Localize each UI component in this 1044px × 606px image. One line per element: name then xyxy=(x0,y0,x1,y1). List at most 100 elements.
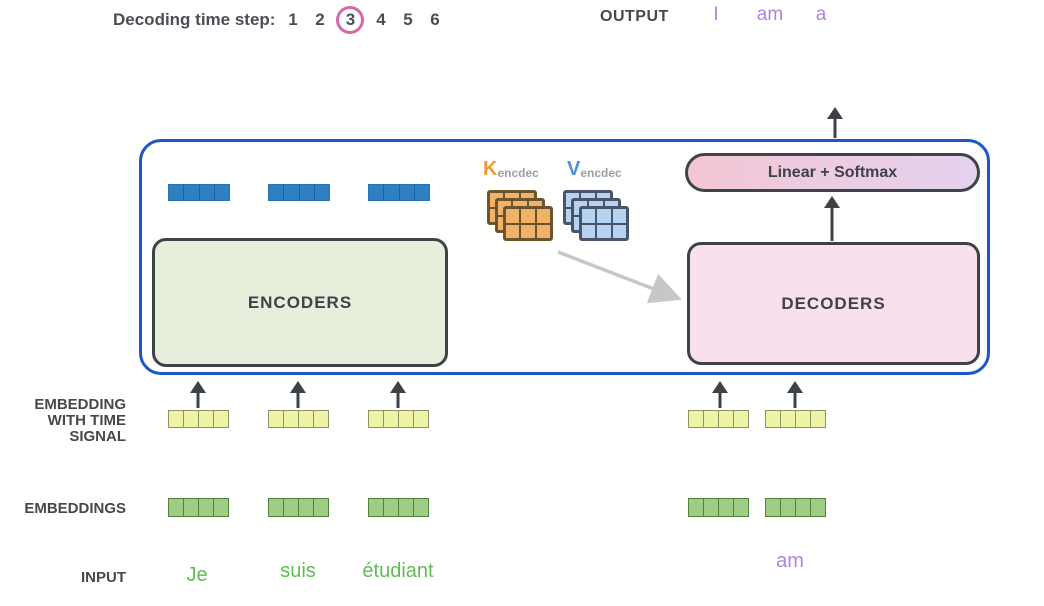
arrow-stem xyxy=(830,205,834,241)
output-word-1: I xyxy=(713,4,719,25)
bar-cell xyxy=(781,411,796,427)
bar-cell xyxy=(184,499,199,516)
time-embedding-bar-1 xyxy=(168,410,229,428)
decoder-input-word-am: am xyxy=(776,550,804,572)
linear-softmax-box: Linear + Softmax xyxy=(685,153,980,192)
bar-cell xyxy=(269,411,284,427)
bar-cell xyxy=(704,499,719,516)
bar-cell xyxy=(199,411,214,427)
embedding-arrow-4-icon xyxy=(712,381,728,408)
encoders-box: ENCODERS xyxy=(152,238,448,367)
bar-cell xyxy=(384,185,400,200)
matrix-layer xyxy=(503,206,553,241)
encoder-output-bar-1 xyxy=(168,184,230,201)
matrix-cell xyxy=(596,208,612,224)
bar-cell xyxy=(299,499,314,516)
matrix-cell xyxy=(535,208,551,224)
bar-cell xyxy=(314,499,328,516)
bar-cell xyxy=(184,185,200,200)
bar-cell xyxy=(384,499,399,516)
bar-cell xyxy=(811,411,825,427)
step-2: 2 xyxy=(315,10,325,29)
matrix-cell xyxy=(505,223,521,239)
bar-cell xyxy=(369,499,384,516)
matrix-cell xyxy=(581,223,597,239)
bar-cell xyxy=(300,185,315,200)
v-subscript: encdec xyxy=(580,166,622,180)
matrix-cell xyxy=(611,208,627,224)
encoder-output-bar-3 xyxy=(368,184,430,201)
matrix-cell xyxy=(581,208,597,224)
embedding-bar-4 xyxy=(688,498,749,517)
embedding-arrow-2-icon xyxy=(290,381,306,408)
matrix-layer xyxy=(579,206,629,241)
bar-cell xyxy=(369,411,384,427)
bar-cell xyxy=(734,499,748,516)
bar-cell xyxy=(384,411,399,427)
matrix-cell xyxy=(520,223,536,239)
bar-cell xyxy=(399,411,414,427)
output-word-3: a xyxy=(815,4,827,25)
time-embedding-bar-3 xyxy=(368,410,429,428)
v-symbol: V xyxy=(567,158,581,180)
embedding-with-time-signal-label: EMBEDDING WITH TIME SIGNAL xyxy=(34,396,126,445)
bar-cell xyxy=(184,411,199,427)
bar-cell xyxy=(269,499,284,516)
decoding-time-step-label: Decoding time step: xyxy=(113,10,276,29)
bar-cell xyxy=(369,185,385,200)
decoding-time-step-row: Decoding time step: 1 2 3 4 5 6 xyxy=(113,4,440,36)
input-word-suis: suis xyxy=(280,560,316,582)
bar-cell xyxy=(400,185,415,200)
output-word-2: am xyxy=(756,4,784,25)
step-1: 1 xyxy=(288,10,298,29)
linear-softmax-label: Linear + Softmax xyxy=(767,163,898,181)
k-encdec-label: Kencdec xyxy=(483,158,539,181)
bar-cell xyxy=(200,185,215,200)
decoders-box: DECODERS xyxy=(687,242,980,365)
decoding-steps: 1 2 3 4 5 6 xyxy=(287,6,440,34)
decoder-to-softmax-arrow-icon xyxy=(824,196,840,241)
arrow-head xyxy=(827,107,843,119)
encoder-output-bar-2 xyxy=(268,184,330,201)
k-matrix-stack-icon xyxy=(487,190,555,242)
kv-to-decoders-arrow-icon xyxy=(557,250,682,304)
embedding-bar-2 xyxy=(268,498,329,517)
bar-cell xyxy=(169,185,185,200)
bar-cell xyxy=(415,185,429,200)
bar-cell xyxy=(215,185,229,200)
output-label: OUTPUT xyxy=(600,8,669,25)
bar-cell xyxy=(689,411,704,427)
matrix-cell xyxy=(520,208,536,224)
step-6: 6 xyxy=(430,10,440,29)
decoders-label: DECODERS xyxy=(781,293,886,313)
bar-cell xyxy=(811,499,825,516)
bar-cell xyxy=(719,499,734,516)
bar-cell xyxy=(299,411,314,427)
time-embedding-bar-2 xyxy=(268,410,329,428)
step-5: 5 xyxy=(403,10,413,29)
bar-cell xyxy=(284,411,299,427)
time-embedding-bar-4 xyxy=(688,410,749,428)
v-encdec-label: Vencdec xyxy=(567,158,622,181)
bar-cell xyxy=(414,499,428,516)
bar-cell xyxy=(796,499,811,516)
bar-cell xyxy=(214,499,228,516)
embedding-arrow-3-icon xyxy=(390,381,406,408)
bar-cell xyxy=(766,499,781,516)
arrow-head xyxy=(824,196,840,208)
bar-cell xyxy=(169,411,184,427)
embedding-arrow-1-icon xyxy=(190,381,206,408)
step-4: 4 xyxy=(376,10,386,29)
input-word-etudiant: étudiant xyxy=(362,560,434,582)
bar-cell xyxy=(734,411,748,427)
embedding-bar-1 xyxy=(168,498,229,517)
bar-cell xyxy=(314,411,328,427)
embedding-arrow-5-icon xyxy=(787,381,803,408)
bar-cell xyxy=(796,411,811,427)
embedding-bar-5 xyxy=(765,498,826,517)
bar-cell xyxy=(414,411,428,427)
step-3-active: 3 xyxy=(336,6,365,34)
embeddings-label: EMBEDDINGS xyxy=(24,500,126,517)
k-symbol: K xyxy=(483,158,498,180)
